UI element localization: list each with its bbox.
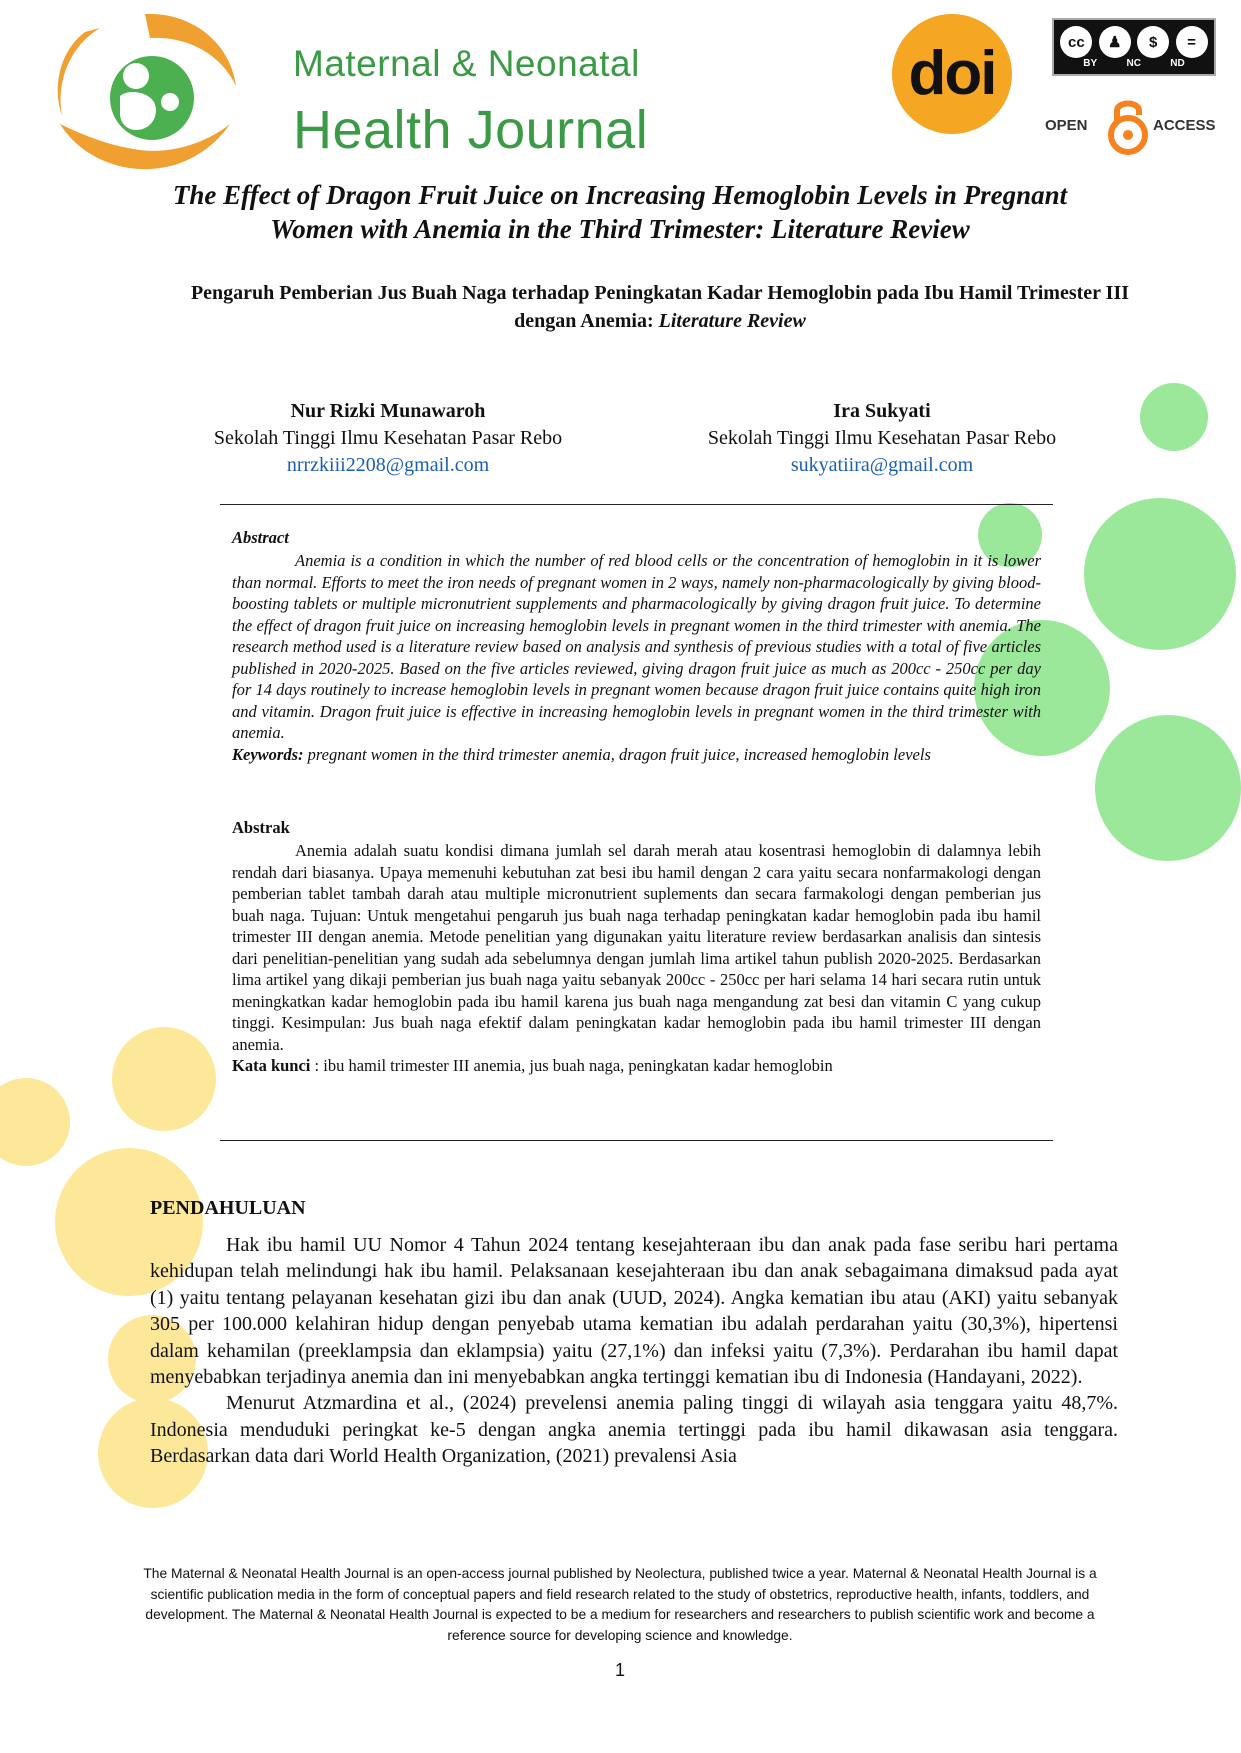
- abstract-body: Anemia is a condition in which the numbe…: [232, 551, 1041, 742]
- divider-bottom: [220, 1140, 1053, 1141]
- author-name: Nur Rizki Munawaroh: [290, 400, 486, 422]
- cc-license-badge[interactable]: cc ♟ $ = BY NC ND: [1052, 18, 1216, 76]
- decorative-green-circle: [974, 620, 1110, 756]
- journal-name-line2: Health Journal: [293, 100, 649, 160]
- paper-title-english: The Effect of Dragon Fruit Juice on Incr…: [172, 180, 1068, 244]
- title-indonesian-main: Pengaruh Pemberian Jus Buah Naga terhada…: [190, 282, 1130, 332]
- decorative-yellow-circle: [98, 1398, 208, 1508]
- cc-label-nd: ND: [1170, 58, 1185, 69]
- author-block-2: Ira Sukyati Sekolah Tinggi Ilmu Kesehata…: [642, 398, 1122, 479]
- keywords-label: Keywords:: [232, 744, 304, 764]
- cc-icon: cc: [1060, 26, 1093, 58]
- keywords-label: Kata kunci: [232, 1056, 311, 1075]
- nc-dollar-icon: $: [1137, 26, 1170, 58]
- open-access-left: OPEN: [1045, 117, 1088, 134]
- doi-badge[interactable]: doi: [892, 14, 1012, 134]
- decorative-green-circle: [1084, 498, 1236, 650]
- title-indonesian-italic: Literature Review: [658, 310, 806, 332]
- author-email-link[interactable]: nrrzkiii2208@gmail.com: [286, 454, 490, 476]
- by-person-icon: ♟: [1098, 26, 1131, 58]
- abstract-heading: Abstract: [232, 528, 289, 547]
- open-lock-icon: [1108, 100, 1148, 155]
- author-email-link[interactable]: sukyatiira@gmail.com: [790, 454, 974, 476]
- cc-label-nc: NC: [1126, 58, 1141, 69]
- author-affiliation: Sekolah Tinggi Ilmu Kesehatan Pasar Rebo: [707, 427, 1057, 449]
- abstract-heading: Abstrak: [232, 818, 290, 837]
- journal-footer-note: The Maternal & Neonatal Health Journal i…: [143, 1566, 1097, 1643]
- section-heading: PENDAHULUAN: [150, 1197, 306, 1219]
- paragraph: Menurut Atzmardina et al., (2024) prevel…: [150, 1392, 1118, 1468]
- doi-label: doi: [908, 39, 998, 108]
- abstract-english: Abstract Anemia is a condition in which …: [232, 528, 1041, 766]
- keywords-line: Kata kunci : ibu hamil trimester III ane…: [232, 1055, 1041, 1077]
- journal-logo-icon: [57, 13, 236, 170]
- nd-equals-icon: =: [1175, 26, 1208, 58]
- abstract-body: Anemia adalah suatu kondisi dimana jumla…: [232, 841, 1041, 1054]
- section-body: Hak ibu hamil UU Nomor 4 Tahun 2024 tent…: [150, 1232, 1118, 1470]
- decorative-yellow-circle: [108, 1315, 196, 1403]
- divider-top: [220, 504, 1053, 505]
- cc-label-by: BY: [1083, 58, 1098, 69]
- keywords-line: Keywords: pregnant women in the third tr…: [232, 744, 1041, 766]
- decorative-yellow-circle: [0, 1078, 70, 1166]
- decorative-green-circle: [1140, 383, 1208, 451]
- page-number: 1: [614, 1660, 625, 1680]
- decorative-yellow-circle: [55, 1148, 203, 1296]
- journal-name-line1: Maternal & Neonatal: [293, 43, 640, 84]
- keywords-text: : ibu hamil trimester III anemia, jus bu…: [310, 1056, 833, 1075]
- open-access-badge[interactable]: OPEN ACCESS: [1045, 95, 1225, 155]
- keywords-text: pregnant women in the third trimester an…: [303, 744, 931, 764]
- abstract-indonesian: Abstrak Anemia adalah suatu kondisi dima…: [232, 818, 1041, 1077]
- paper-title-indonesian: Pengaruh Pemberian Jus Buah Naga terhada…: [180, 279, 1140, 335]
- decorative-yellow-circle: [112, 1027, 216, 1131]
- author-affiliation: Sekolah Tinggi Ilmu Kesehatan Pasar Rebo: [213, 427, 563, 449]
- paragraph: Hak ibu hamil UU Nomor 4 Tahun 2024 tent…: [150, 1234, 1118, 1389]
- decorative-green-circle: [978, 503, 1042, 567]
- author-block-1: Nur Rizki Munawaroh Sekolah Tinggi Ilmu …: [148, 398, 628, 479]
- author-name: Ira Sukyati: [833, 400, 931, 422]
- decorative-green-circle: [1095, 715, 1241, 861]
- open-access-right: ACCESS: [1153, 117, 1216, 134]
